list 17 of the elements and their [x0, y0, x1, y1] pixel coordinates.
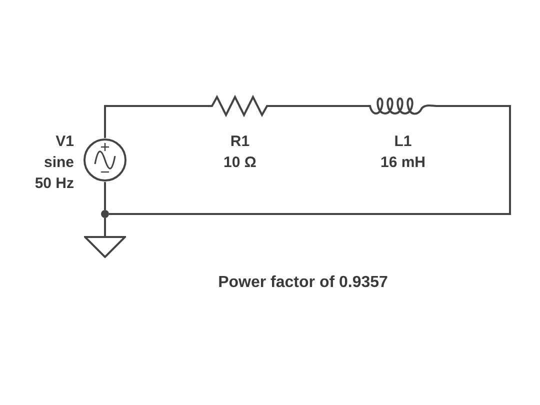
- resistor-symbol: [208, 94, 272, 118]
- wire: [272, 105, 366, 107]
- component-label: L1: [393, 132, 413, 152]
- component-label: sine: [42, 153, 74, 173]
- component-label: V1: [54, 132, 74, 152]
- wire: [104, 218, 106, 236]
- component-label: 16 mH: [379, 153, 427, 173]
- component-label: 50 Hz: [34, 174, 74, 194]
- wire: [104, 182, 106, 210]
- ground-symbol: [84, 236, 126, 258]
- wire: [109, 105, 511, 215]
- component-label: 10 Ω: [222, 153, 258, 173]
- junction-dot: [101, 210, 109, 218]
- annotation-text: Power factor of 0.9357: [218, 273, 388, 293]
- component-label: R1: [229, 132, 251, 152]
- wire: [104, 105, 208, 138]
- ac-voltage-source-symbol: [83, 138, 127, 182]
